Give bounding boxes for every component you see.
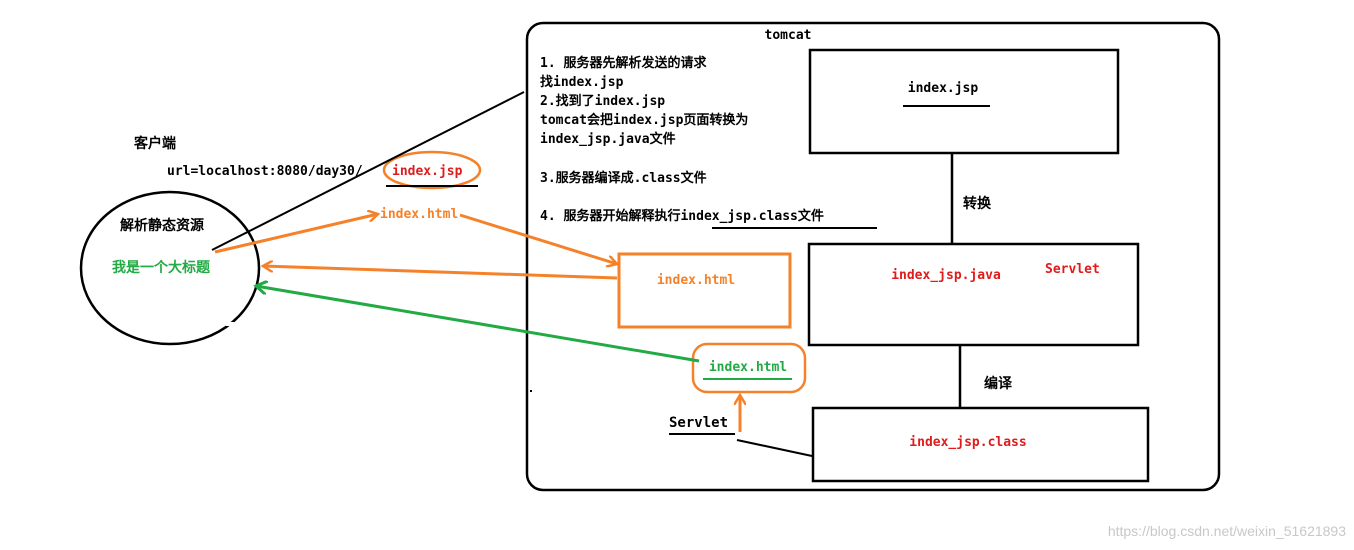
stray-mark-2	[226, 322, 236, 326]
url-file-highlight	[382, 150, 482, 190]
convert-label: 转换	[963, 195, 992, 212]
step-3: 3.服务器编译成.class文件	[540, 170, 707, 186]
step-2: 2.找到了index.jsp	[540, 93, 665, 109]
output-to-client-arrow	[256, 286, 700, 363]
watermark: https://blog.csdn.net/weixin_51621893	[1108, 523, 1346, 539]
parse-static-label: 解析静态资源	[120, 217, 204, 234]
request-line	[211, 91, 525, 251]
stray-mark	[530, 390, 532, 392]
tomcat-container	[525, 21, 1221, 492]
index-html-box-label: index.html	[657, 273, 735, 288]
index-jsp-class-label: index_jsp.class	[909, 435, 1026, 450]
client-title: 客户端	[133, 135, 176, 152]
step-2-cont2: index_jsp.java文件	[540, 131, 676, 147]
html-output-frame	[691, 342, 807, 394]
class-to-servlet-line	[736, 439, 813, 457]
client-browser-circle	[79, 190, 261, 346]
index-jsp-box	[808, 48, 1120, 155]
tomcat-title: tomcat	[765, 28, 812, 43]
html-label-to-box-arrow	[459, 213, 617, 264]
index-jsp-class-box	[811, 406, 1150, 483]
index-jsp-box-label: index.jsp	[908, 81, 979, 96]
index-jsp-java-box	[807, 242, 1140, 347]
index-html-box	[617, 252, 792, 329]
url-prefix: url=localhost:8080/day30/	[167, 164, 363, 179]
index-jsp-java-label: index_jsp.java	[891, 268, 1001, 283]
box-to-client-arrow	[263, 266, 618, 280]
step-1: 1. 服务器先解析发送的请求	[540, 55, 707, 71]
step-1-cont: 找index.jsp	[540, 74, 624, 90]
html-output-label: index.html	[709, 360, 787, 375]
compile-label: 编译	[984, 375, 1013, 392]
step-2-cont: tomcat会把index.jsp页面转换为	[540, 112, 748, 128]
client-to-html-arrow	[214, 214, 378, 254]
step-4: 4. 服务器开始解释执行index_jsp.class文件	[540, 208, 824, 224]
servlet-label: Servlet	[669, 415, 728, 431]
servlet-tag: Servlet	[1045, 262, 1100, 277]
html-arrow-label: index.html	[380, 207, 458, 222]
url-file: index.jsp	[392, 164, 463, 179]
heading-render-text: 我是一个大标题	[112, 259, 211, 276]
